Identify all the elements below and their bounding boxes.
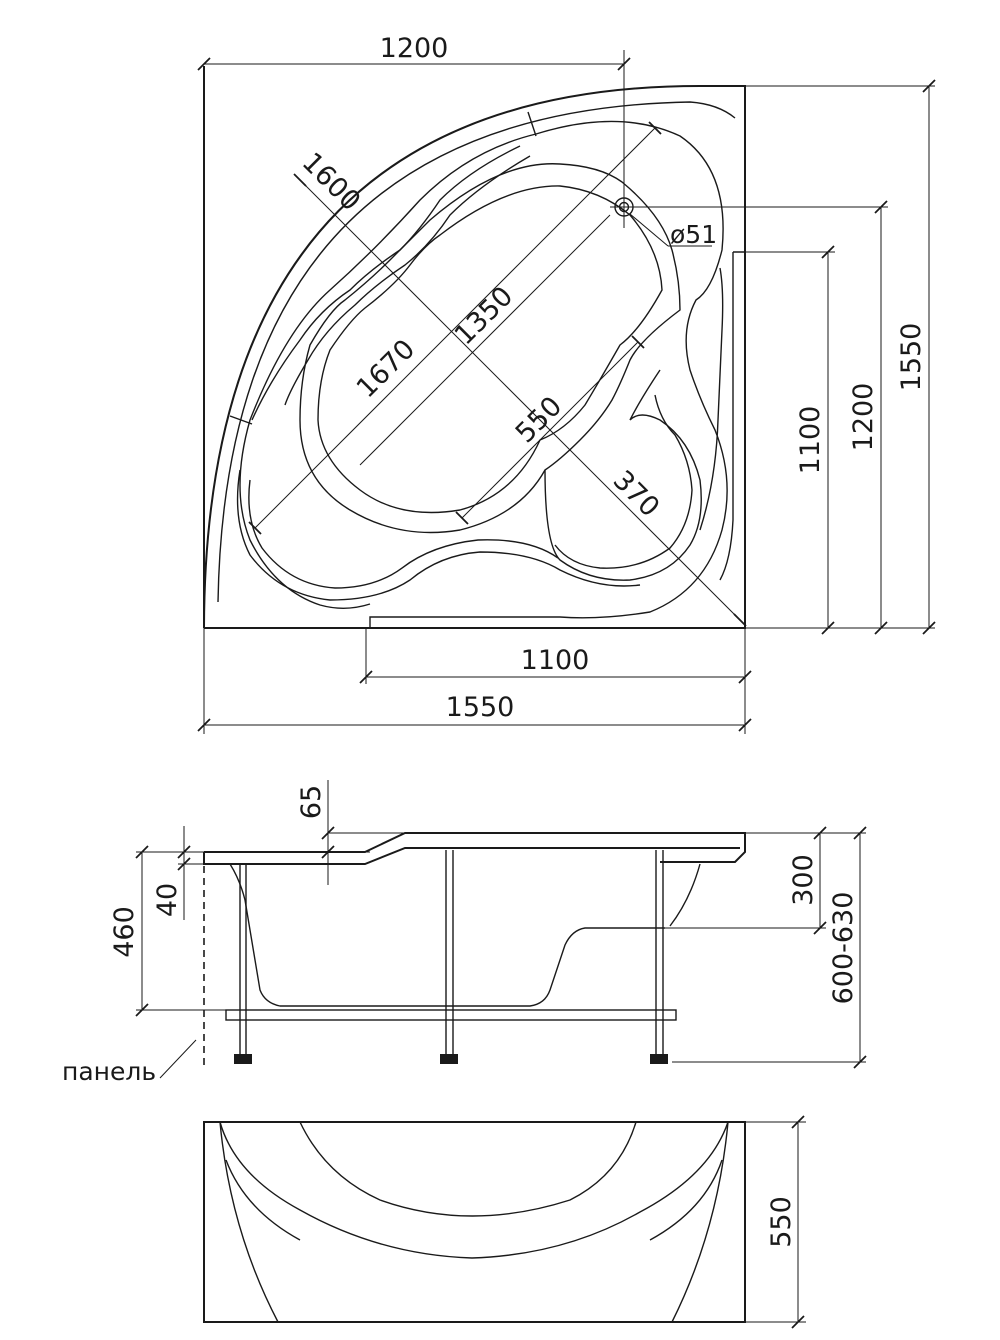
foot-left	[234, 1054, 252, 1064]
bowl-wave-inner	[284, 155, 531, 406]
label-height-short: 1100	[795, 406, 826, 475]
tick-1100b-a	[359, 670, 373, 684]
side-view: панель 460 40 65 300 600-630	[62, 780, 867, 1086]
drain-leader	[629, 213, 669, 247]
rim-inner-arc	[217, 101, 736, 603]
panel-outline	[203, 1121, 746, 1323]
tick-1550b-b	[738, 718, 752, 732]
tick-1200-top-a	[197, 57, 211, 71]
label-width-top: 1200	[380, 33, 449, 64]
bowl-floor	[317, 185, 663, 514]
tick-1200r-a	[874, 200, 888, 214]
label-panel-height: 550	[766, 1196, 797, 1248]
tick-65-b	[321, 845, 335, 859]
tick-1200r-b	[874, 621, 888, 635]
seat-lobe	[544, 369, 702, 581]
panel-arc-mid	[219, 1121, 729, 1259]
label-height-overall: 1550	[896, 323, 927, 392]
bowl-inner	[299, 163, 681, 534]
tick-1550r-a	[922, 79, 936, 93]
bowl-wave-outer	[251, 145, 521, 421]
label-width-short: 1100	[521, 645, 590, 676]
frame-rail	[225, 1009, 677, 1021]
tick-460-b	[135, 1003, 149, 1017]
right-wall	[719, 251, 745, 581]
label-rim-thickness: 40	[152, 883, 183, 917]
tick-1670-b	[648, 121, 662, 135]
rim-cut-top	[527, 111, 537, 137]
foot-mid	[440, 1054, 458, 1064]
tick-40-b	[177, 857, 191, 871]
panel-arc-inner	[299, 1121, 637, 1217]
tick-total-b	[853, 1055, 867, 1069]
lower-lobe-inner	[248, 479, 559, 589]
side-body-left	[229, 863, 665, 1007]
tick-1100b-b	[738, 670, 752, 684]
dim-line-1670	[254, 127, 656, 529]
label-rim-step: 65	[296, 785, 327, 819]
label-width-overall: 1550	[446, 692, 515, 723]
seat-lobe-inner	[554, 394, 693, 569]
label-height-mid: 1200	[848, 383, 879, 452]
label-diagonal-outer: 1600	[296, 147, 367, 218]
tick-1100r-b	[821, 621, 835, 635]
label-drain-diameter: ø51	[670, 220, 717, 249]
lower-lobe	[236, 469, 641, 601]
label-corner-offset: 370	[607, 465, 665, 523]
tick-300-b	[813, 921, 827, 935]
side-body-right	[669, 863, 701, 927]
tick-total-a	[853, 826, 867, 840]
panel-arc-lower	[225, 1159, 723, 1241]
panel-arc-outer	[219, 1121, 729, 1323]
tick-1550b-a	[197, 718, 211, 732]
diagonal-axis	[299, 179, 741, 621]
tick-550-a	[455, 511, 469, 525]
front-panel: 550	[203, 1115, 806, 1329]
tick-1100r-a	[821, 245, 835, 259]
tick-1670-a	[248, 521, 262, 535]
tick-1200-top-b	[617, 57, 631, 71]
label-tub-depth: 460	[109, 906, 140, 958]
tick-550p-b	[791, 1315, 805, 1329]
label-panel: панель	[62, 1057, 156, 1086]
rim-outer-arc	[203, 85, 701, 629]
side-rim	[203, 832, 746, 865]
tick-40-a	[177, 845, 191, 859]
tick-550-b	[631, 335, 645, 349]
label-seat-height: 300	[788, 854, 819, 906]
top-view: 1200 1550 1200 1100 1100 1550 1600 1670 …	[197, 33, 936, 734]
panel-leader	[159, 1039, 197, 1079]
tick-65-a	[321, 826, 335, 840]
bowl-step-contour	[239, 133, 537, 609]
tick-1550r-b	[922, 621, 936, 635]
dim-line-550	[461, 341, 639, 519]
label-total-height: 600-630	[828, 892, 859, 1005]
tick-300-a	[813, 826, 827, 840]
label-seat-depth: 550	[510, 391, 568, 449]
top-view-outline	[203, 66, 746, 629]
tick-370	[733, 613, 747, 627]
tick-550p-a	[791, 1115, 805, 1129]
right-wall-inner	[699, 267, 724, 531]
rim-cut-left	[229, 415, 253, 425]
tick-1600	[293, 173, 307, 187]
tick-460-a	[135, 845, 149, 859]
bowl-outer-contour	[369, 120, 728, 628]
label-diagonal-bowl: 1670	[351, 334, 422, 405]
foot-right	[650, 1054, 668, 1064]
dim-line-1350	[359, 214, 611, 466]
